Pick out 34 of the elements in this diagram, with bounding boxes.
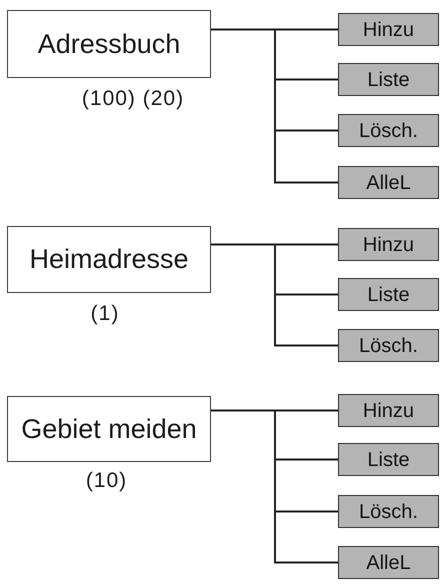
- option-box: [338, 228, 439, 261]
- count-note: (100) (20): [82, 86, 184, 112]
- option-box: [338, 546, 439, 579]
- option-label: Liste: [367, 70, 410, 90]
- option-label: AlleL: [366, 552, 411, 572]
- option-box: [338, 278, 439, 311]
- option-box: [338, 166, 439, 199]
- connector-line: [211, 410, 338, 564]
- option-box: [338, 114, 439, 147]
- option-label: Liste: [367, 284, 410, 304]
- connector-line: [211, 244, 338, 346]
- node-label: Gebiet meiden: [21, 416, 197, 442]
- option-label: Lösch.: [359, 502, 418, 522]
- option-box: [338, 13, 439, 46]
- option-label: AlleL: [366, 172, 411, 192]
- node-label: Adressbuch: [38, 30, 180, 58]
- option-label: Hinzu: [362, 400, 414, 420]
- option-box: [338, 329, 439, 362]
- option-label: Liste: [367, 450, 410, 470]
- option-label: Hinzu: [362, 234, 414, 254]
- connector-line: [211, 28, 338, 184]
- option-box: [338, 443, 439, 476]
- option-label: Hinzu: [362, 20, 414, 40]
- process-box: [7, 226, 211, 293]
- option-label: Lösch.: [359, 120, 418, 140]
- count-note: (10): [86, 468, 128, 494]
- option-box: [338, 63, 439, 96]
- process-box: [7, 10, 211, 78]
- option-label: Lösch.: [359, 336, 418, 356]
- option-box: [338, 394, 439, 427]
- count-note: (1): [90, 301, 120, 327]
- process-box: [7, 396, 211, 462]
- option-box: [338, 495, 439, 528]
- node-label: Heimadresse: [29, 246, 189, 273]
